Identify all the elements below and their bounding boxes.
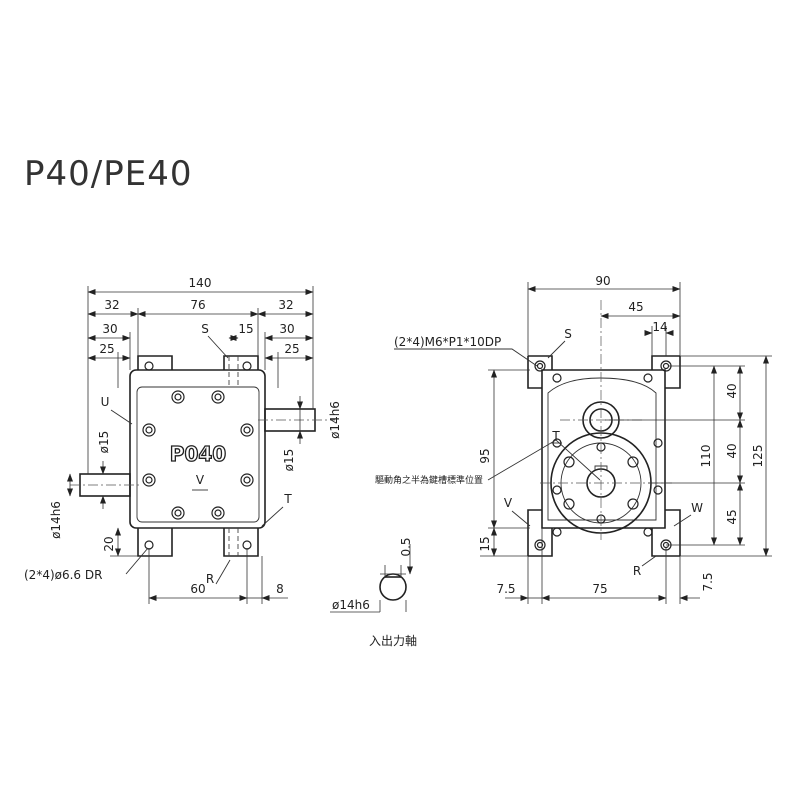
label-S-front: S — [201, 322, 209, 336]
dim-20: 20 — [102, 536, 116, 551]
ext-bottom-side — [527, 528, 681, 604]
dim-125: 125 — [751, 445, 765, 468]
ext-25 — [117, 352, 279, 388]
leader-U — [110, 409, 133, 425]
shaft-caption: 入出力軸 — [369, 634, 417, 648]
shaft-detail: 0.5 ø14h6 入出力軸 — [330, 537, 417, 648]
note-keyway: 驅動角之半為鍵槽標準位置 — [375, 474, 483, 486]
side-bottom-ears — [527, 509, 681, 557]
dim-15-side: 15 — [478, 536, 492, 551]
dim-40-upper: 40 — [725, 383, 739, 398]
dim-30-left: 30 — [102, 322, 117, 336]
side-view: 90 45 14 S (2*4)M6*P1*10DP 40 40 45 110 … — [375, 274, 772, 604]
dim-32-right: 32 — [278, 298, 293, 312]
dim-110: 110 — [699, 445, 713, 468]
leader-T-front — [261, 506, 284, 527]
side-inner-outline — [547, 377, 657, 521]
dim-25-right: 25 — [284, 342, 299, 356]
label-V-front: V — [196, 473, 205, 487]
dim-14: 14 — [652, 320, 667, 334]
leader-R-side — [641, 555, 657, 567]
dim-30-right: 30 — [279, 322, 294, 336]
leader-holes — [125, 547, 149, 575]
leader-S-front — [207, 335, 229, 359]
front-bottom-feet — [137, 528, 259, 557]
dim-8: 8 — [276, 582, 284, 596]
dim-7-5-left: 7.5 — [496, 582, 515, 596]
leader-S-side — [547, 340, 566, 359]
dim-45-top: 45 — [628, 300, 643, 314]
dim-15: 15 — [238, 322, 253, 336]
dim-0-5: 0.5 — [399, 537, 413, 556]
label-V-side: V — [504, 496, 513, 510]
front-view: P040 V 140 32 76 32 30 15 30 S 25 25 ø14… — [24, 276, 342, 604]
label-T-side: T — [551, 429, 560, 443]
dim-25-left: 25 — [99, 342, 114, 356]
dim-32-left: 32 — [104, 298, 119, 312]
ext-right-side — [605, 355, 772, 557]
slot-hidden-lines — [228, 356, 239, 556]
dim-phi14h6-top: ø14h6 — [328, 401, 342, 439]
front-housing-outline — [129, 369, 266, 529]
label-T-front: T — [283, 492, 292, 506]
leader-tap — [394, 348, 538, 367]
front-face-plate — [136, 386, 260, 523]
leader-R-front — [215, 559, 231, 585]
callout-holes: (2*4)ø6.6 DR — [24, 568, 102, 582]
side-housing-outline — [541, 369, 666, 529]
dim-phi14h6-detail: ø14h6 — [332, 598, 370, 612]
label-R-front: R — [206, 572, 214, 586]
dim-45-right: 45 — [725, 509, 739, 524]
ext-90 — [527, 282, 681, 356]
label-S-side: S — [564, 327, 572, 341]
model-label: P040 — [170, 442, 226, 466]
dim-95: 95 — [478, 448, 492, 463]
shaft-section-circle — [379, 573, 407, 601]
callout-tap: (2*4)M6*P1*10DP — [394, 335, 501, 349]
front-top-ears — [137, 355, 259, 370]
side-tapped-holes — [534, 360, 672, 551]
dim-90: 90 — [595, 274, 610, 288]
dim-60: 60 — [190, 582, 205, 596]
front-bolts — [142, 361, 254, 550]
drawing-title: P40/PE40 — [24, 154, 192, 194]
label-U: U — [101, 395, 110, 409]
dim-40-lower: 40 — [725, 443, 739, 458]
dim-phi14h6-bottom: ø14h6 — [49, 501, 63, 539]
dim-76: 76 — [190, 298, 205, 312]
input-shaft-left — [79, 473, 131, 497]
label-W: W — [691, 501, 703, 515]
dim-7-5-right: 7.5 — [701, 572, 715, 591]
leader-V-side — [511, 510, 531, 527]
label-R-side: R — [633, 564, 641, 578]
dim-140: 140 — [189, 276, 212, 290]
ext-30 — [129, 332, 266, 370]
dim-phi15-right: ø15 — [282, 449, 296, 472]
ext-140 — [87, 286, 314, 474]
leader-W — [673, 514, 692, 527]
dim-75: 75 — [592, 582, 607, 596]
side-top-ears — [527, 355, 681, 389]
leader-keyway-note — [487, 439, 601, 481]
dim-phi15-left: ø15 — [97, 431, 111, 454]
